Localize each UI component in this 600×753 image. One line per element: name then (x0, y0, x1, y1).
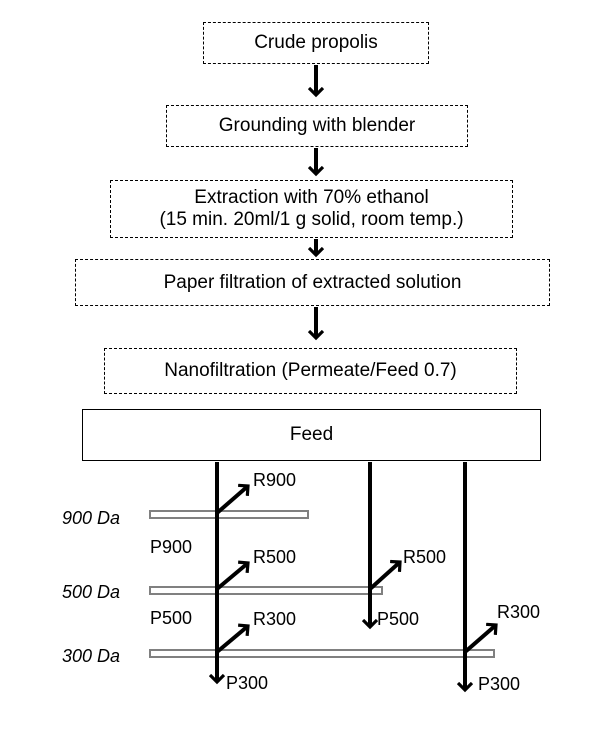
step-label-line2: (15 min. 20ml/1 g solid, room temp.) (159, 209, 464, 230)
membrane-900 (149, 510, 309, 519)
step-label: Paper filtration of extracted solution (163, 271, 462, 293)
membrane-300 (149, 649, 495, 658)
retentate-arrow-r900 (215, 486, 248, 515)
label-p300-left: P300 (226, 673, 268, 693)
feed-box: Feed (82, 409, 541, 461)
label-r500-right: R500 (403, 547, 446, 567)
step-label-line1: Extraction with 70% ethanol (194, 187, 429, 208)
step-label: Grounding with blender (218, 115, 416, 136)
retentate-arrow-r300-left (215, 626, 248, 654)
membrane-label-900: 900 Da (62, 508, 120, 528)
label-p300-right: P300 (478, 674, 520, 694)
label-p500-left: P500 (150, 608, 192, 628)
step-crude-propolis: Crude propolis (203, 22, 429, 64)
label-p900: P900 (150, 537, 192, 557)
retentate-arrow-r500-left (215, 563, 248, 591)
membrane-label-300: 300 Da (62, 646, 120, 666)
step-nanofiltration: Nanofiltration (Permeate/Feed 0.7) (104, 348, 517, 394)
label-p500-right: P500 (377, 609, 419, 629)
step-label: Crude propolis (254, 32, 378, 53)
label-r500-left: R500 (253, 547, 296, 567)
membrane-500 (149, 586, 383, 595)
label-r300-left: R300 (253, 609, 296, 629)
label-r300-right: R300 (497, 602, 540, 622)
step-paper-filtration: Paper filtration of extracted solution (75, 259, 550, 306)
label-r900: R900 (253, 470, 296, 490)
membrane-label-500: 500 Da (62, 582, 120, 602)
retentate-arrow-r300-right (463, 625, 496, 654)
step-extraction: Extraction with 70% ethanol (15 min. 20m… (110, 180, 513, 238)
feed-label: Feed (289, 424, 334, 445)
step-label: Nanofiltration (Permeate/Feed 0.7) (164, 360, 457, 381)
step-grounding: Grounding with blender (166, 105, 468, 147)
retentate-arrow-r500-right (368, 562, 400, 591)
